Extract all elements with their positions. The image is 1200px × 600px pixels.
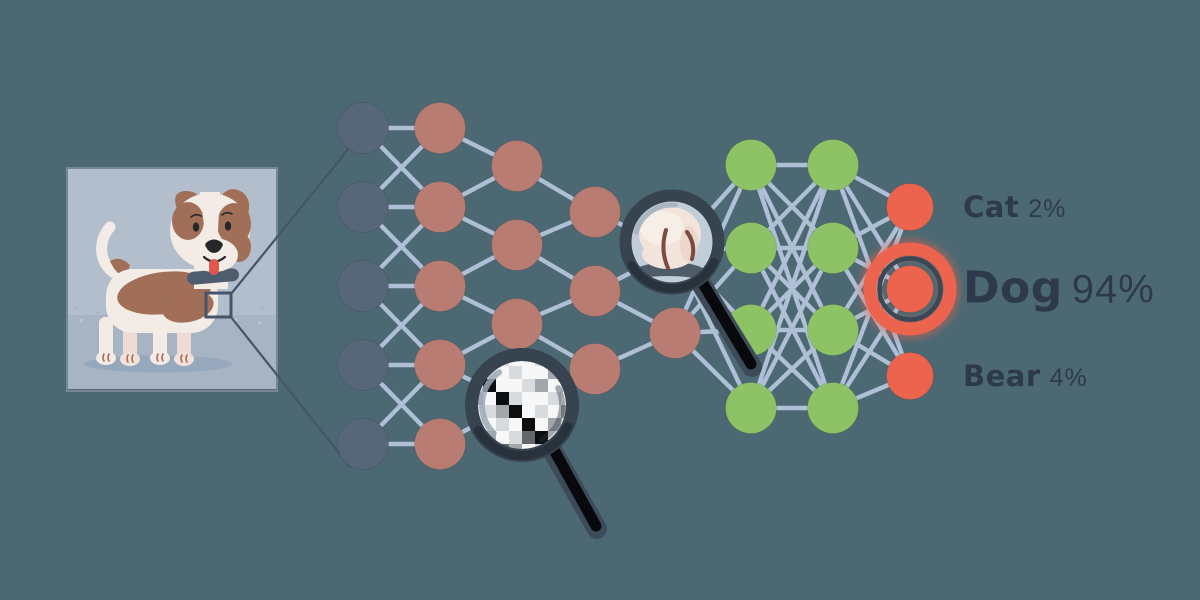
network-node-input	[337, 418, 389, 470]
dog-nose	[205, 239, 223, 253]
dog-muzzle	[190, 238, 238, 272]
network-node-output	[886, 183, 934, 231]
input-image	[66, 167, 278, 392]
dog-tail	[96, 221, 124, 281]
class-name-cat: Cat	[963, 190, 1020, 224]
dog-eyes	[190, 211, 233, 232]
network-node-input	[337, 102, 389, 154]
prediction-inner-ring	[877, 256, 943, 322]
photo-frame	[66, 167, 278, 392]
network-node-input	[337, 181, 389, 233]
network-edge	[749, 246, 835, 410]
network-node-hidden-6	[807, 222, 859, 274]
network-node-hidden-3	[569, 265, 621, 317]
magnifier-pixels-icon	[465, 348, 607, 539]
projection-line	[230, 316, 351, 468]
network-node-hidden-1	[414, 102, 466, 154]
network-node-hidden-6	[807, 139, 859, 191]
network-node-hidden-1	[414, 339, 466, 391]
output-row-dog: Dog 94%	[963, 263, 1155, 314]
dog-head	[170, 189, 251, 275]
prediction-ring	[863, 242, 957, 336]
network-node-output	[886, 352, 934, 400]
dog-side-patch	[162, 291, 214, 323]
class-probability-dog: 94%	[1071, 267, 1155, 312]
magnifier-paw-icon	[619, 189, 762, 377]
network-node-hidden-4	[649, 307, 701, 359]
network-node-hidden-5	[725, 139, 777, 191]
network-node-hidden-2	[491, 219, 543, 271]
class-name-bear: Bear	[963, 359, 1041, 393]
network-node-hidden-5	[725, 382, 777, 434]
network-node-hidden-6	[807, 304, 859, 356]
class-name-dog: Dog	[963, 262, 1063, 314]
network-node-hidden-2	[491, 298, 543, 350]
network-node-hidden-5	[725, 222, 777, 274]
output-row-cat: Cat 2%	[963, 190, 1066, 224]
network-node-hidden-2	[491, 140, 543, 192]
network-edge	[748, 164, 836, 409]
class-probability-cat: 2%	[1028, 195, 1067, 223]
network-node-hidden-1	[414, 181, 466, 233]
dog-collar	[187, 268, 239, 285]
network-node-hidden-1	[414, 260, 466, 312]
projection-line	[230, 146, 351, 295]
dog-blaze	[200, 192, 220, 251]
patch-selection-box	[204, 291, 233, 319]
dog-tongue	[209, 259, 219, 275]
class-probability-bear: 4%	[1049, 364, 1088, 392]
network-node-hidden-3	[569, 343, 621, 395]
network-node-input	[337, 339, 389, 391]
network-node-output	[886, 265, 934, 313]
network-node-hidden-1	[414, 418, 466, 470]
network-node-hidden-6	[807, 382, 859, 434]
network-edge	[749, 164, 835, 331]
output-row-bear: Bear 4%	[963, 359, 1088, 393]
network-node-hidden-3	[569, 186, 621, 238]
network-node-input	[337, 260, 389, 312]
dog-illustration	[66, 167, 278, 392]
